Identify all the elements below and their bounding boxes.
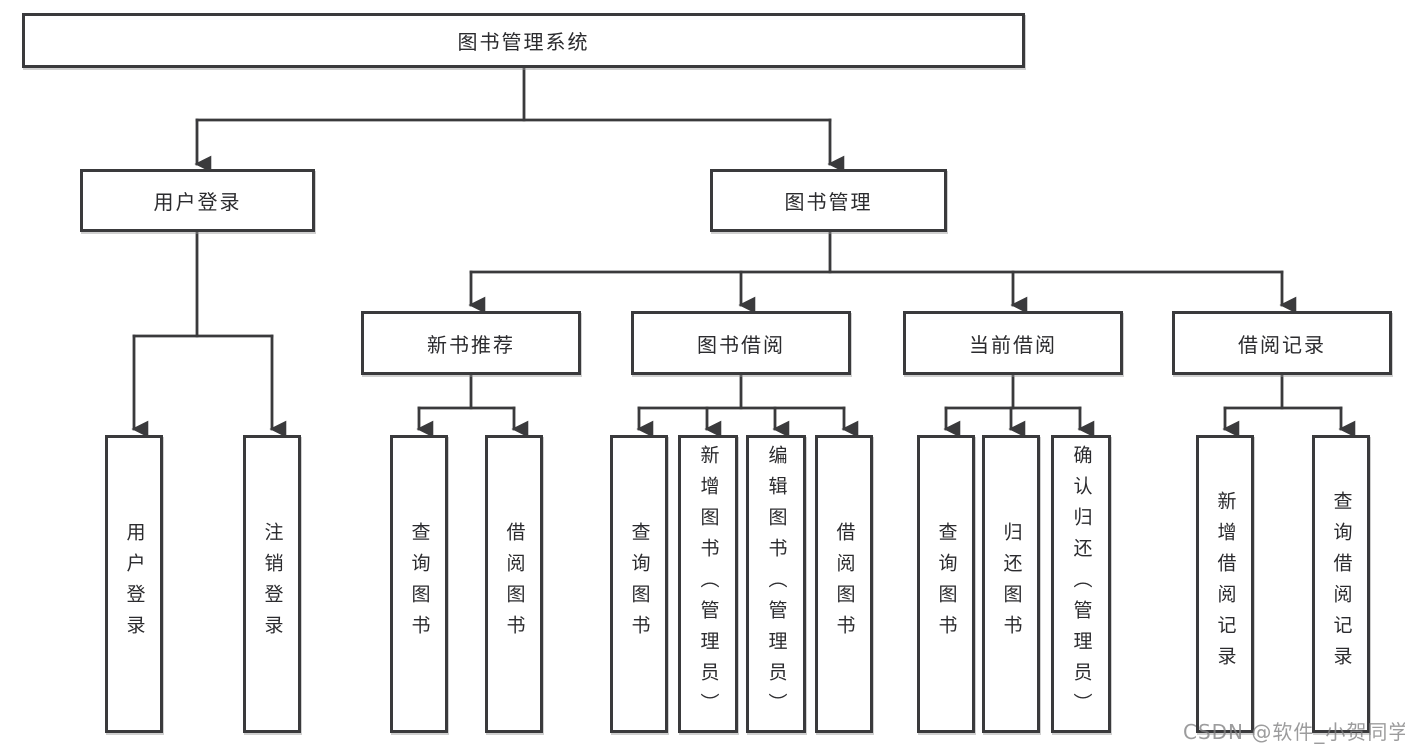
leaf-current-query-books: 查询图书 [917,435,975,733]
leaf-query-borrow-record: 查询借阅记录 [1312,435,1370,733]
leaf-borrow-books-label: 借阅图书 [833,522,856,646]
leaf-current-query-books-label: 查询图书 [935,522,958,646]
leaf-borrow-query-books: 查询图书 [610,435,668,733]
node-borrow-records-label: 借阅记录 [1238,332,1326,357]
node-user-login-branch: 用户登录 [80,169,315,232]
leaf-query-borrow-record-label: 查询借阅记录 [1330,491,1353,677]
node-new-book-recommend-label: 新书推荐 [427,332,515,357]
node-user-login-label: 用户登录 [153,190,242,214]
node-current-borrow: 当前借阅 [903,311,1123,375]
leaf-confirm-return-admin-label: 确认归还（管理员） [1070,444,1093,724]
leaf-add-books-admin-label: 新增图书（管理员） [697,444,720,724]
leaf-user-login-label: 用户登录 [123,522,146,646]
leaf-edit-books-admin-label: 编辑图书（管理员） [765,444,788,724]
node-borrow-records: 借阅记录 [1172,311,1392,375]
leaf-return-books: 归还图书 [982,435,1040,733]
node-book-borrow: 图书借阅 [631,311,851,375]
leaf-newbook-borrow-books-label: 借阅图书 [503,522,526,646]
leaf-user-login: 用户登录 [105,435,163,733]
leaf-add-borrow-record-label: 新增借阅记录 [1214,491,1237,677]
node-book-management-branch: 图书管理 [710,169,947,232]
leaf-edit-books-admin: 编辑图书（管理员） [746,435,806,733]
node-new-book-recommend: 新书推荐 [361,311,581,375]
leaf-add-borrow-record: 新增借阅记录 [1196,435,1254,733]
leaf-newbook-query-books: 查询图书 [390,435,448,733]
leaf-newbook-borrow-books: 借阅图书 [485,435,543,733]
node-root-system: 图书管理系统 [22,13,1025,68]
leaf-return-books-label: 归还图书 [1000,522,1023,646]
node-current-borrow-label: 当前借阅 [969,332,1057,357]
leaf-logout: 注销登录 [243,435,301,733]
leaf-logout-label: 注销登录 [261,522,284,646]
node-book-management-label: 图书管理 [784,190,873,214]
csdn-watermark: CSDN @软件_小贺同学 [1183,720,1405,744]
node-book-borrow-label: 图书借阅 [697,332,785,357]
leaf-newbook-query-books-label: 查询图书 [408,522,431,646]
leaf-borrow-query-books-label: 查询图书 [628,522,651,646]
leaf-add-books-admin: 新增图书（管理员） [678,435,738,733]
node-root-label: 图书管理系统 [457,30,590,54]
leaf-confirm-return-admin: 确认归还（管理员） [1051,435,1111,733]
leaf-borrow-books: 借阅图书 [815,435,873,733]
